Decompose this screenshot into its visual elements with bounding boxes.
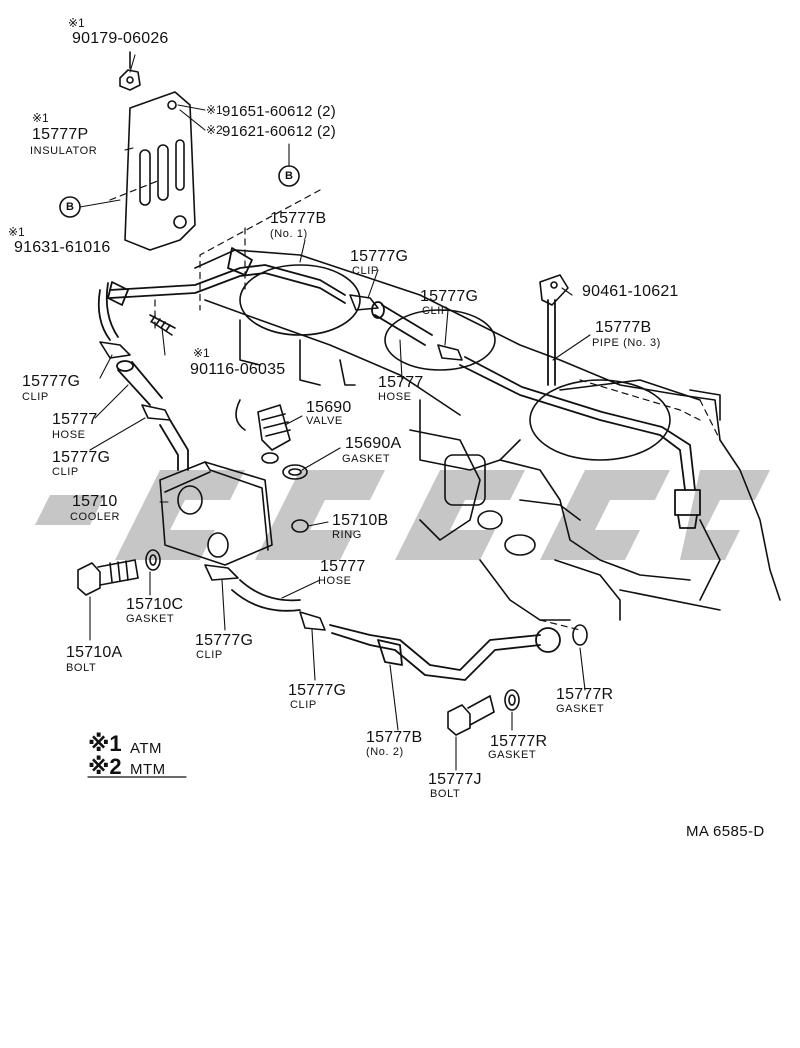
part-name-pipe-no3: PIPE (No. 3) bbox=[592, 337, 661, 349]
reference-code: MA 6585-D bbox=[686, 823, 765, 840]
part-number-15710b: 15710B bbox=[332, 512, 389, 529]
note-mark: ※1 bbox=[32, 111, 49, 125]
part-number-15777p: 15777P bbox=[32, 126, 89, 143]
part-number-15777g: 15777G bbox=[52, 449, 111, 466]
legend-mark-1: ※1 bbox=[88, 731, 122, 756]
legend-mark-2: ※2 bbox=[88, 754, 122, 779]
hose-mid bbox=[371, 301, 433, 346]
legend-meaning-mtm: MTM bbox=[130, 761, 166, 778]
note-mark: ※1 bbox=[68, 16, 85, 30]
note-mark: ※1 bbox=[8, 225, 25, 239]
legend-meaning-atm: ATM bbox=[130, 740, 163, 757]
part-name-gasket: GASKET bbox=[342, 453, 391, 465]
gasket-part bbox=[504, 689, 520, 711]
valve-part bbox=[257, 404, 291, 464]
part-number-90116-06035: 90116-06035 bbox=[190, 361, 286, 378]
part-number-15690a: 15690A bbox=[345, 435, 402, 452]
part-number-15777j: 15777J bbox=[428, 771, 482, 788]
part-name-hose: HOSE bbox=[318, 575, 352, 587]
guide-lines bbox=[109, 179, 721, 631]
part-name-valve: VALVE bbox=[306, 415, 343, 427]
part-name-gasket: GASKET bbox=[126, 613, 175, 625]
part-name-clip: CLIP bbox=[352, 265, 379, 277]
part-number-15777g: 15777G bbox=[288, 682, 347, 699]
part-number-15710c: 15710C bbox=[126, 596, 184, 613]
pipe-to-cooler bbox=[159, 419, 189, 471]
part-name-gasket: GASKET bbox=[556, 703, 605, 715]
part-name-insulator: INSULATOR bbox=[30, 145, 98, 157]
insulator-part bbox=[124, 91, 196, 251]
part-name-bolt: BOLT bbox=[66, 662, 97, 674]
part-number-90461-10621: 90461-10621 bbox=[582, 283, 679, 300]
cooler-part bbox=[159, 461, 273, 566]
part-number-91651-60612: 91651-60612 (2) bbox=[222, 103, 336, 120]
part-name-gasket: GASKET bbox=[488, 749, 537, 761]
part-number-91621-60612: 91621-60612 (2) bbox=[222, 123, 336, 140]
part-number-15777r: 15777R bbox=[490, 733, 548, 750]
part-number-15710: 15710 bbox=[72, 493, 118, 510]
nut-part bbox=[119, 51, 141, 91]
note-mark: ※1 bbox=[193, 346, 210, 360]
gasket-part bbox=[282, 464, 308, 480]
part-name-no2: (No. 2) bbox=[366, 746, 404, 758]
part-number-15777g: 15777G bbox=[420, 288, 479, 305]
bracket-part bbox=[539, 274, 569, 306]
part-number-90179-06026: 90179-06026 bbox=[72, 30, 169, 47]
part-number-15777g: 15777G bbox=[195, 632, 254, 649]
leader-lines bbox=[79, 54, 591, 771]
clip-part bbox=[99, 294, 463, 631]
pipe-no1 bbox=[97, 247, 346, 341]
part-number-15777: 15777 bbox=[378, 374, 424, 391]
part-number-15777: 15777 bbox=[320, 558, 366, 575]
part-number-15777r: 15777R bbox=[556, 686, 614, 703]
part-name-clip: CLIP bbox=[196, 649, 223, 661]
part-name-clip: CLIP bbox=[422, 305, 449, 317]
part-name-no1: (No. 1) bbox=[270, 228, 308, 240]
part-number-15777g: 15777G bbox=[350, 248, 409, 265]
part-number-15777b: 15777B bbox=[366, 729, 423, 746]
hose-left bbox=[116, 360, 163, 406]
note-mark: ※1 bbox=[206, 103, 223, 117]
part-number-15777g: 15777G bbox=[22, 373, 81, 390]
part-number-91631-61016: 91631-61016 bbox=[14, 239, 111, 256]
part-number-15690: 15690 bbox=[306, 399, 352, 416]
part-name-clip: CLIP bbox=[52, 466, 79, 478]
note-mark: ※2 bbox=[206, 123, 223, 137]
part-name-bolt: BOLT bbox=[430, 788, 461, 800]
part-name-cooler: COOLER bbox=[70, 511, 121, 523]
bolt-part bbox=[77, 559, 139, 596]
bolt-part bbox=[447, 695, 495, 736]
part-number-15777b: 15777B bbox=[270, 210, 327, 227]
pipe-no2 bbox=[329, 624, 561, 681]
gasket-part bbox=[572, 624, 588, 646]
part-name-ring: RING bbox=[332, 529, 362, 541]
b-marker-label: B bbox=[66, 201, 75, 213]
gasket-part bbox=[145, 549, 161, 571]
watermark-logo bbox=[35, 470, 770, 560]
engine-block bbox=[194, 249, 781, 621]
hose-low bbox=[231, 579, 301, 612]
pipe-no3 bbox=[459, 299, 701, 529]
part-name-clip: CLIP bbox=[290, 699, 317, 711]
part-number-15777b: 15777B bbox=[595, 319, 652, 336]
b-marker-label: B bbox=[285, 170, 294, 182]
part-name-hose: HOSE bbox=[52, 429, 86, 441]
part-name-hose: HOSE bbox=[378, 391, 412, 403]
part-number-15710a: 15710A bbox=[66, 644, 123, 661]
part-name-clip: CLIP bbox=[22, 391, 49, 403]
part-number-15777: 15777 bbox=[52, 411, 98, 428]
